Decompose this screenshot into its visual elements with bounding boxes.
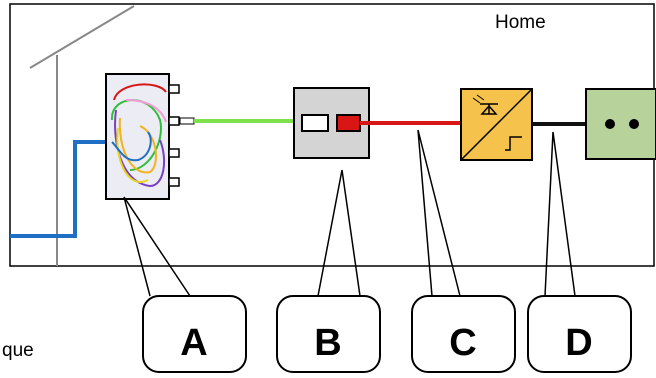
socket-hole-left [605,119,615,129]
ont-diagonal [460,88,533,161]
fiber-loop-purple [114,109,166,188]
light-arrow-icon [472,97,481,104]
optical-outlet [293,87,370,159]
socket-hole-right [629,119,639,129]
cut-off-text: que [2,340,34,361]
callout-line-b [317,169,361,297]
outlet-port-white [301,114,329,132]
blue-incoming-cable [10,140,112,238]
callout-label-b: B [314,322,341,364]
fiber-loop-green [110,99,162,171]
fiber-loop-yellow [116,127,149,183]
callout-box-c [411,295,516,373]
callout-c: C [411,295,516,373]
fiber-loop-orange [118,117,157,174]
splice-box [105,73,195,200]
callout-label-a: A [180,322,207,364]
splice-port-4 [168,177,180,187]
photodiode-icon [480,103,498,115]
callout-label-c: C [449,322,476,364]
callout-box-d [527,295,632,373]
callout-box-b [276,295,381,373]
splice-port-2 [168,116,180,126]
pigtail-connector [179,117,195,125]
fiber-loop-red [113,83,167,101]
callout-line-d [544,131,576,297]
light-arrow-icon-2 [476,94,485,101]
home-label: Home [495,12,546,33]
fiber-loop-blue [111,131,152,162]
ont-converter [460,88,533,161]
outlet-port-red [336,114,361,132]
callout-b: B [276,295,381,373]
pulse-icon [505,136,522,151]
wall-socket-body [585,88,656,160]
splice-port-1 [168,84,180,94]
callout-line-c [417,129,461,297]
callout-line-a [123,196,191,297]
roof-line [29,5,135,69]
callout-a: A [142,295,247,373]
wall-socket [585,88,656,160]
callout-label-d: D [565,322,592,364]
callout-d: D [527,295,632,373]
fiber-loop-pink [125,99,167,123]
splice-port-3 [168,148,180,158]
callout-box-a [142,295,247,373]
